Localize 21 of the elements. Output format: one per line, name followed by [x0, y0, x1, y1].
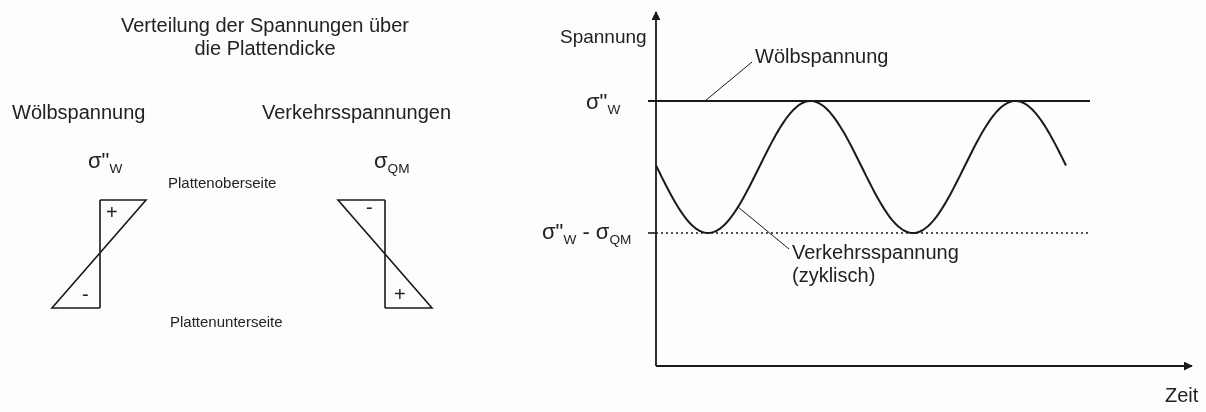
sign: -	[82, 283, 89, 306]
maximum-stress-line	[647, 100, 1091, 102]
symbol: σ$_{QM}$	[374, 148, 410, 177]
label: Plattenunterseite	[170, 313, 283, 331]
title: Verteilung der Spannungen über die Plattendicke	[120, 14, 410, 60]
symbol: σ"$_{W}$	[88, 148, 123, 177]
sign: -	[366, 196, 373, 219]
curve-label: Verkehrsspannung (zyklisch)	[792, 241, 962, 287]
symbol: σ"$_{W}$ - σ$_{QM}$	[542, 219, 632, 248]
symbol: σ"$_{W}$	[586, 89, 621, 118]
curve-label: Wölbspannung	[755, 45, 889, 68]
axis-label: Zeit	[1165, 384, 1199, 407]
axis-label: Spannung	[560, 26, 647, 48]
sine-curve	[655, 100, 1067, 234]
label: Plattenoberseite	[168, 174, 277, 192]
leader-line	[704, 61, 753, 102]
heading: Wölbspannung	[12, 101, 146, 124]
sign: +	[106, 201, 118, 224]
leader-line	[737, 206, 790, 250]
sign: +	[394, 283, 406, 306]
heading: Verkehrsspannungen	[262, 101, 452, 124]
